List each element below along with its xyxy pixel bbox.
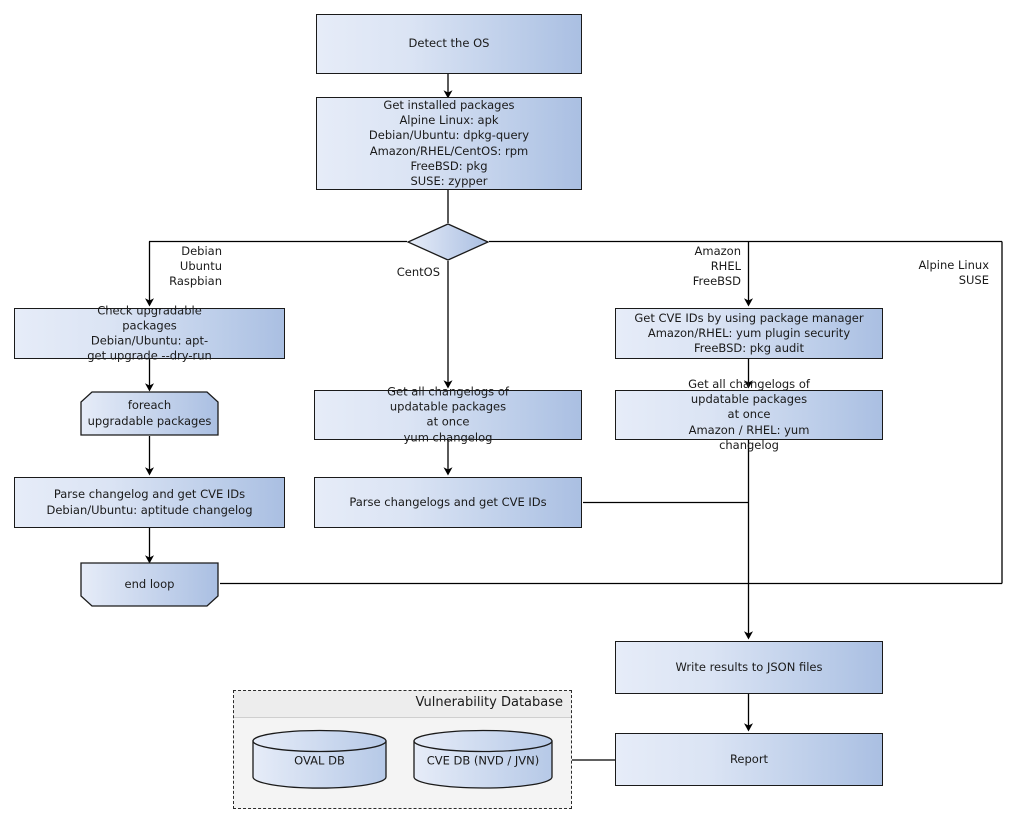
database-cylinder-icon: [413, 729, 553, 789]
node-changelogs-centos-label: Get all changelogs of updatable packages…: [387, 384, 509, 445]
node-end-loop[interactable]: end loop: [80, 562, 219, 607]
branch-label-amazon: Amazon RHEL FreeBSD: [692, 244, 741, 289]
node-changelogs-centos[interactable]: Get all changelogs of updatable packages…: [314, 385, 582, 444]
node-get-installed-packages-label: Get installed packages Alpine Linux: apk…: [368, 97, 530, 188]
loop-end-shape-icon: [80, 562, 219, 607]
node-get-cve-ids-package-manager-label: Get CVE IDs by using package manager Ama…: [634, 310, 864, 356]
database-cylinder-icon: [252, 729, 387, 789]
group-vulnerability-database: Vulnerability Database: [233, 690, 572, 809]
branch-label-alpine: Alpine Linux SUSE: [918, 258, 989, 288]
node-parse-changelogs-centos[interactable]: Parse changelogs and get CVE IDs: [314, 477, 582, 528]
node-detect-os[interactable]: Detect the OS: [316, 14, 582, 74]
node-check-upgradable[interactable]: Check upgradable packages Debian/Ubuntu:…: [14, 303, 285, 363]
node-foreach-loop-label: foreach upgradable packages: [87, 398, 212, 428]
node-get-cve-ids-package-manager[interactable]: Get CVE IDs by using package manager Ama…: [615, 308, 883, 359]
node-cve-db[interactable]: CVE DB (NVD / JVN): [413, 729, 553, 789]
node-decision-os-family[interactable]: [406, 223, 490, 261]
branch-label-debian: Debian Ubuntu Raspbian: [169, 244, 222, 289]
node-changelogs-amazon[interactable]: Get all changelogs of updatable packages…: [615, 377, 883, 452]
node-oval-db-label: OVAL DB: [294, 753, 345, 768]
group-vulnerability-database-title: Vulnerability Database: [415, 695, 563, 710]
branch-label-centos: CentOS: [396, 265, 440, 279]
node-write-results[interactable]: Write results to JSON files: [615, 641, 883, 694]
node-report-label: Report: [729, 751, 769, 766]
node-changelogs-amazon-label: Get all changelogs of updatable packages…: [688, 377, 810, 452]
node-foreach-loop[interactable]: foreach upgradable packages: [80, 391, 219, 436]
node-parse-changelog-debian-label: Parse changelog and get CVE IDs Debian/U…: [46, 487, 253, 517]
node-detect-os-label: Detect the OS: [408, 36, 490, 51]
node-check-upgradable-label: Check upgradable packages Debian/Ubuntu:…: [87, 303, 212, 363]
node-parse-changelogs-centos-label: Parse changelogs and get CVE IDs: [349, 494, 547, 509]
group-titlebar: [234, 691, 571, 718]
node-write-results-label: Write results to JSON files: [675, 659, 823, 674]
node-cve-db-label: CVE DB (NVD / JVN): [426, 753, 540, 768]
decision-diamond-icon: [406, 223, 490, 261]
node-report[interactable]: Report: [615, 733, 883, 786]
node-get-installed-packages[interactable]: Get installed packages Alpine Linux: apk…: [316, 97, 582, 190]
node-end-loop-label: end loop: [124, 576, 175, 591]
node-oval-db[interactable]: OVAL DB: [252, 729, 387, 789]
node-parse-changelog-debian[interactable]: Parse changelog and get CVE IDs Debian/U…: [14, 477, 285, 528]
loop-start-shape-icon: [80, 391, 219, 436]
